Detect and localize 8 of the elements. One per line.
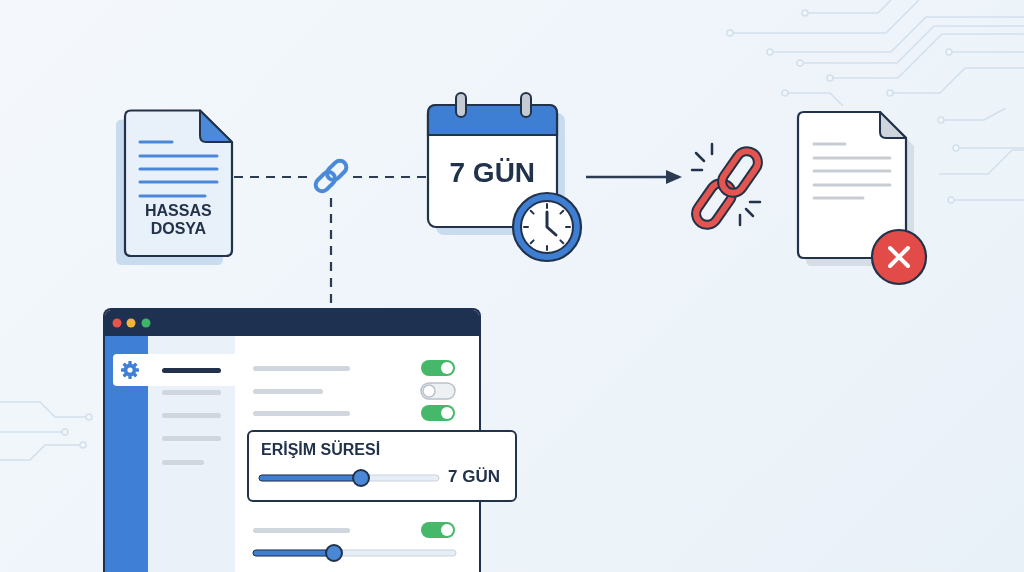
- dashed-connector: [234, 175, 309, 179]
- setting-title: ERİŞİM SÜRESİ: [261, 441, 381, 459]
- slider-value: 7 GÜN: [448, 467, 500, 487]
- document-label: HASSAS DOSYA: [145, 202, 212, 238]
- dashed-connector: [353, 175, 426, 179]
- arrow: [586, 170, 682, 184]
- settings-popup-dialog: [247, 430, 517, 502]
- calendar-label: 7 GÜN: [449, 157, 536, 189]
